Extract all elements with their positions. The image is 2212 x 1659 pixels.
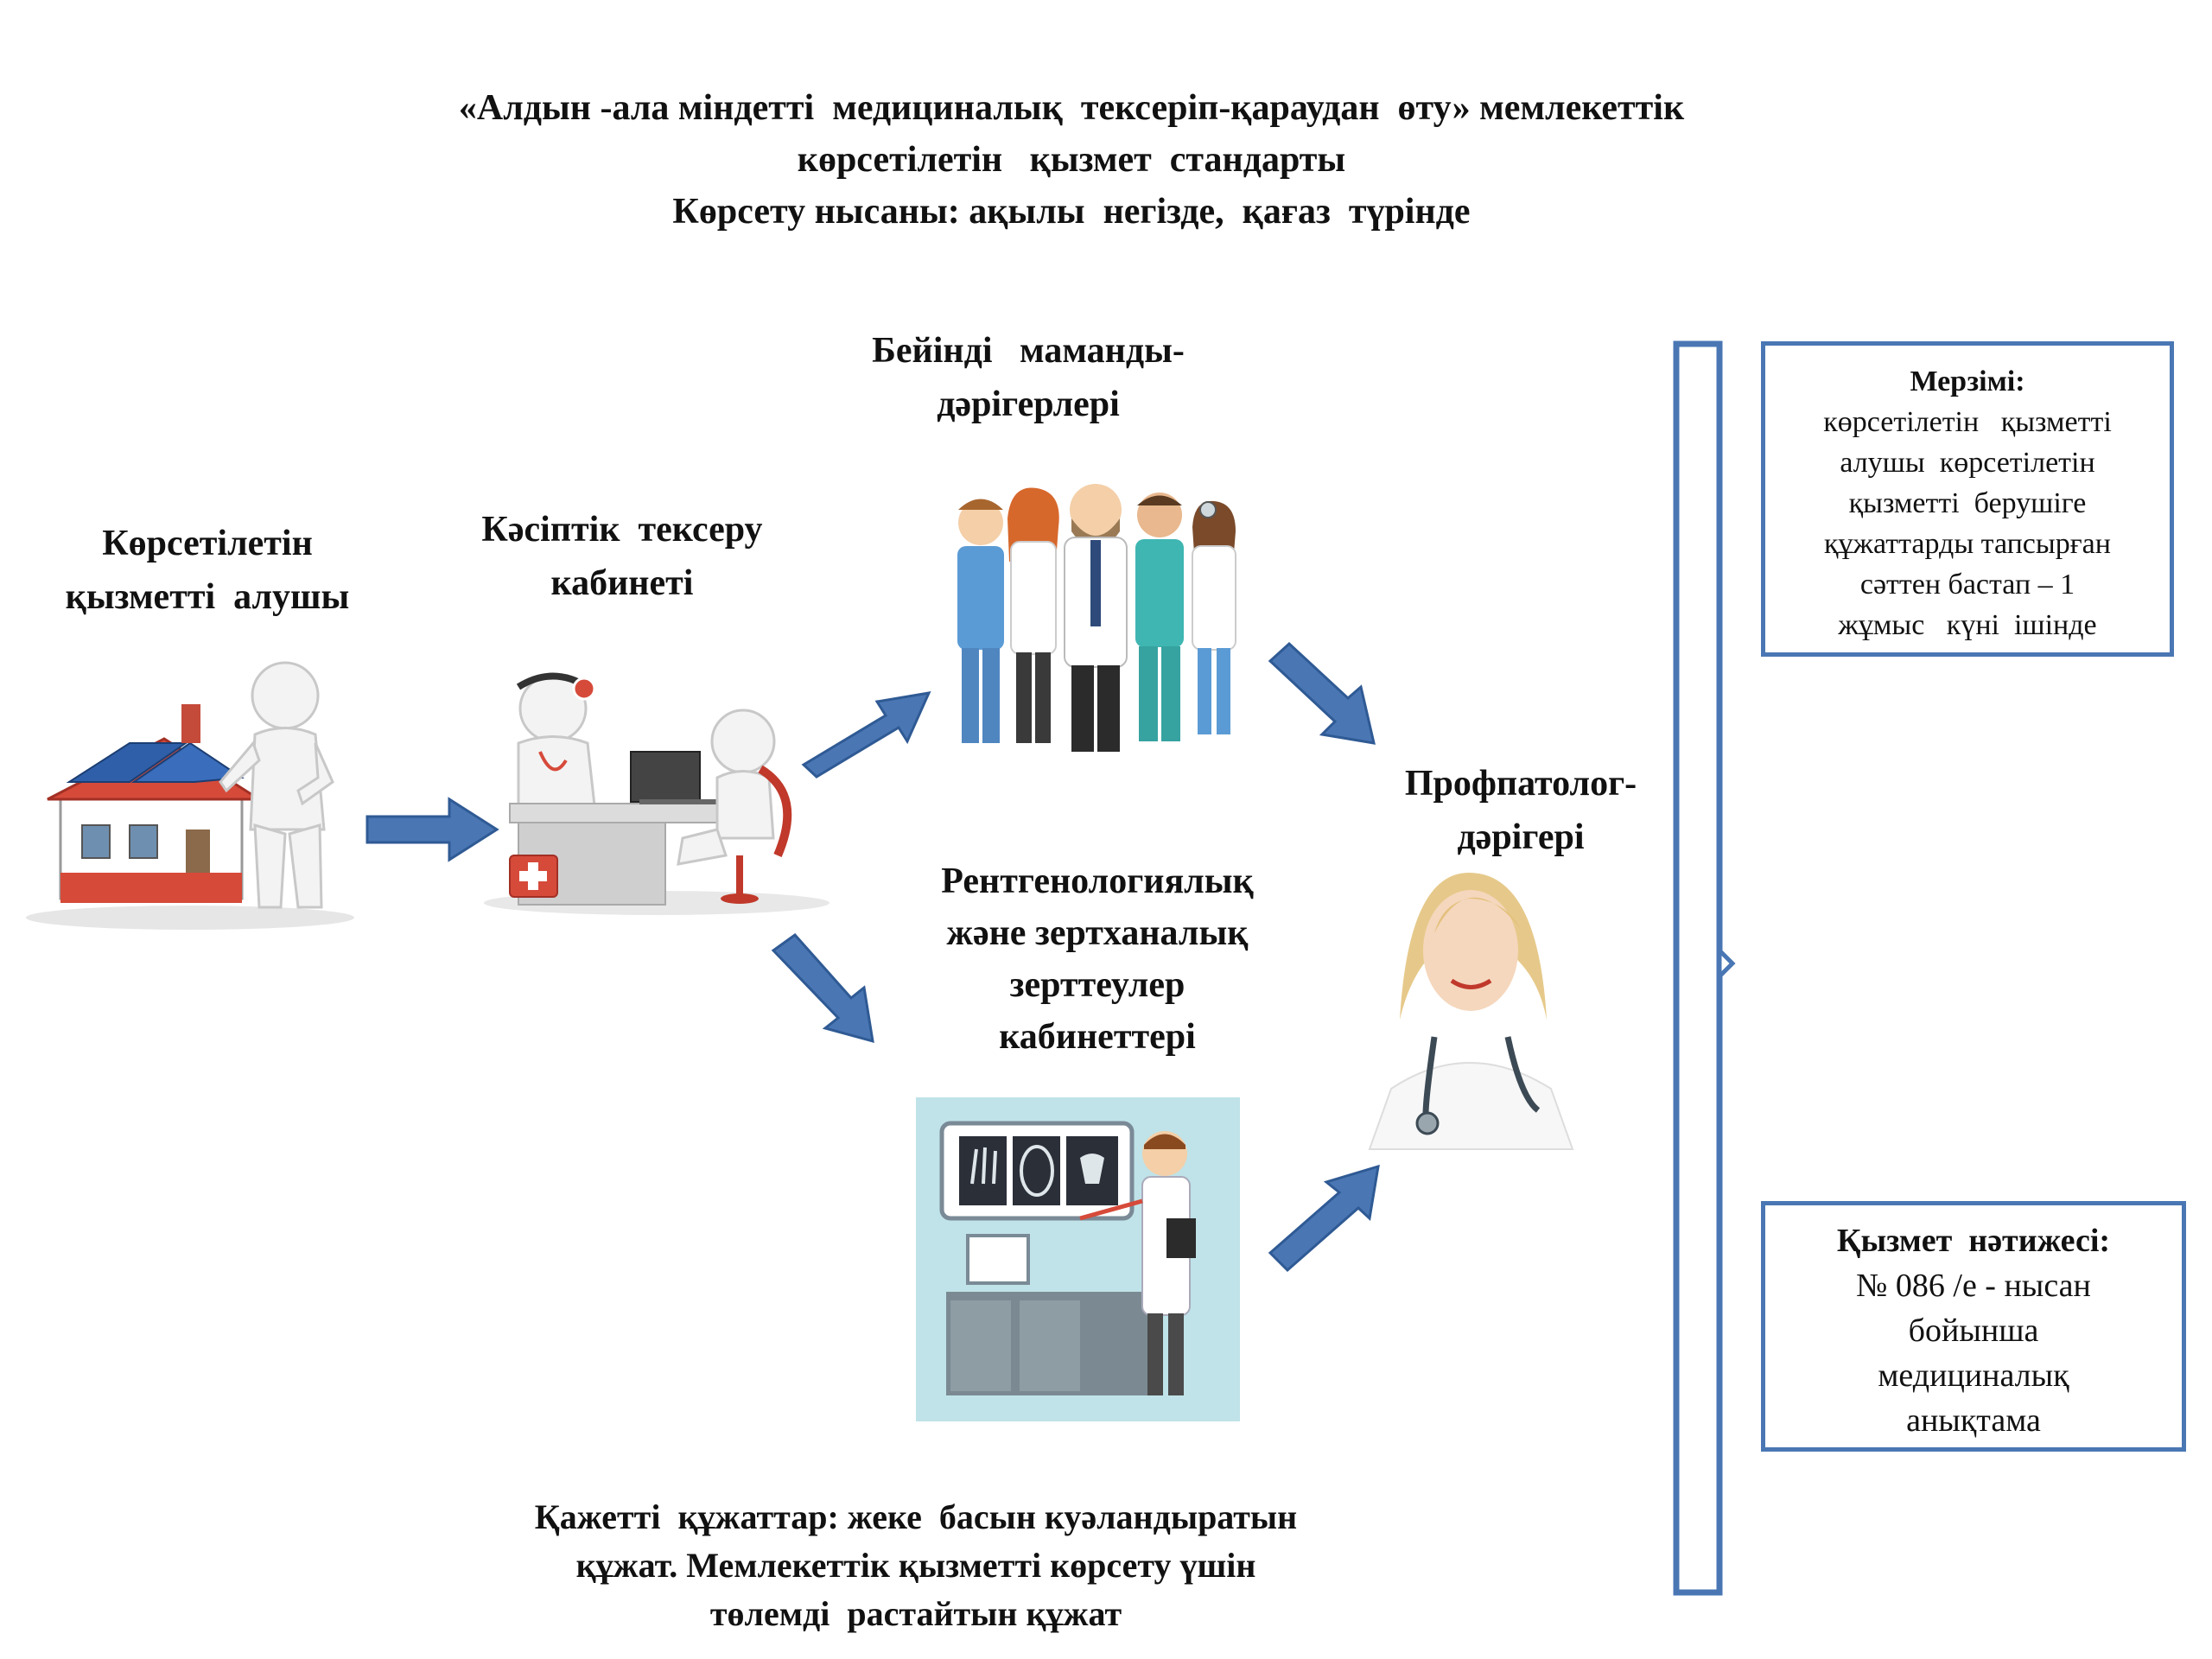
- profpathologist-label-line-1: Профпатолог-: [1404, 764, 1637, 804]
- deadline-line-5: сәттен бастап – 1: [1859, 569, 2075, 601]
- cabinet-label-line-1: Кәсіптік тексеру: [481, 510, 763, 550]
- female-doctor-icon: [1368, 873, 1574, 1150]
- result-box: Қызмет нәтижесі: № 086 /е - нысан бойынш…: [1761, 1201, 2186, 1452]
- documents-line-3: төлемді растайтын құжат: [709, 1594, 1122, 1633]
- cabinet-label-line-2: кабинеті: [550, 563, 694, 603]
- result-line-1: № 086 /е - нысан: [1856, 1268, 2091, 1304]
- right-bracket: [1673, 340, 1736, 1596]
- lab-label-line-2: және зертханалық: [946, 913, 1249, 953]
- arrow-cabinet-to-lab: [771, 932, 874, 1044]
- lab-label-line-1: Рентгенологиялық: [941, 861, 1254, 901]
- doctors-group-icon: [957, 484, 1236, 752]
- result-line-2: бойынша: [1908, 1313, 2039, 1349]
- arrow-lab-to-profpathologist: [1268, 1164, 1380, 1273]
- page-title: «Алдын -ала міндетті медициналық тексері…: [0, 82, 2143, 238]
- deadline-line-2: алушы көрсетілетін: [1840, 447, 2095, 479]
- title-line-2: көрсетілетін қызмет стандарты: [797, 140, 1346, 180]
- lab-label-line-4: кабинеттері: [999, 1017, 1196, 1057]
- profpathologist-label-line-2: дәрігері: [1457, 817, 1585, 857]
- specialists-label-line-2: дәрігерлері: [937, 385, 1120, 424]
- deadline-heading: Мерзімі:: [1910, 365, 2025, 397]
- xray-lab-doctor-icon: [916, 1097, 1240, 1421]
- title-line-1: «Алдын -ала міндетті медициналық тексері…: [458, 88, 1685, 128]
- deadline-line-4: құжаттарды тапсырған: [1824, 528, 2111, 560]
- documents-line-1: Қажетті құжаттар: жеке басын куәландырат…: [534, 1497, 1298, 1536]
- specialists-label-line-1: Бейінді маманды-: [872, 331, 1185, 371]
- specialists-label: Бейінді маманды- дәрігерлері: [830, 324, 1227, 431]
- profpathologist-label: Профпатолог- дәрігері: [1322, 757, 1719, 864]
- result-line-3: медициналық: [1878, 1357, 2069, 1394]
- recipient-label-line-1: Көрсетілетін: [102, 524, 313, 563]
- required-documents: Қажетті құжаттар: жеке басын куәландырат…: [406, 1493, 1426, 1638]
- result-line-4: анықтама: [1906, 1402, 2041, 1439]
- arrow-cabinet-to-specialists: [801, 691, 931, 779]
- recipient-label: Көрсетілетін қызметті алушы: [17, 517, 397, 624]
- documents-line-2: құжат. Мемлекеттік қызметті көрсету үшін: [575, 1546, 1256, 1585]
- house-with-person-icon: [26, 661, 354, 930]
- deadline-box: Мерзімі: көрсетілетін қызметті алушы көр…: [1761, 341, 2174, 657]
- doctor-at-desk-icon: [484, 672, 830, 915]
- cabinet-label: Кәсіптік тексеру кабинеті: [432, 503, 812, 610]
- recipient-label-line-2: қызметті алушы: [65, 577, 350, 617]
- arrow-specialists-to-profpathologist: [1268, 641, 1376, 745]
- deadline-line-1: көрсетілетін қызметті: [1823, 406, 2112, 438]
- deadline-line-6: жұмыс күні ішінде: [1838, 609, 2097, 641]
- lab-label-line-3: зерттеулер: [1009, 965, 1185, 1005]
- arrow-recipient-to-cabinet: [365, 797, 499, 862]
- lab-label: Рентгенологиялық және зертханалық зертте…: [881, 855, 1313, 1063]
- title-line-3: Көрсету нысаны: ақылы негізде, қағаз түр…: [672, 192, 1471, 232]
- result-heading: Қызмет нәтижесі:: [1836, 1223, 2111, 1259]
- deadline-line-3: қызметті берушіге: [1848, 487, 2087, 519]
